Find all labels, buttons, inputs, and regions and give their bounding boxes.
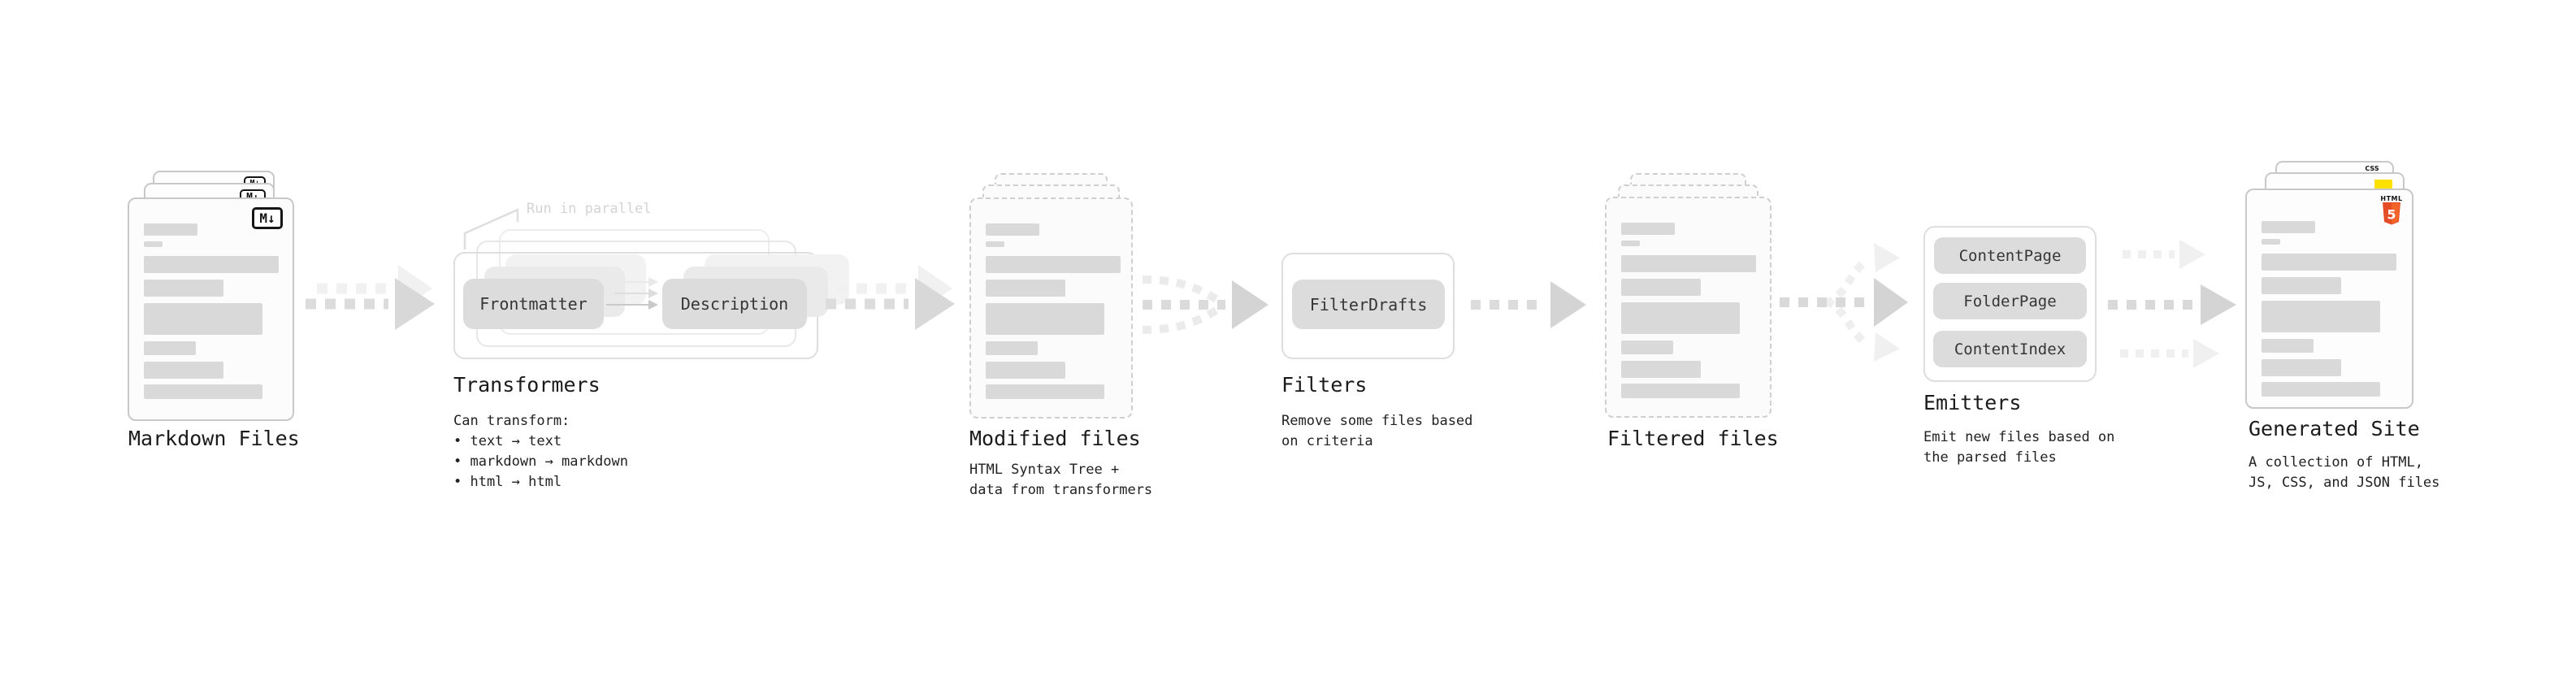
- svg-text:5: 5: [2387, 207, 2396, 223]
- stage-label-emitters: Emitters: [1923, 391, 2022, 414]
- pill-to-pill-arrows-icon: [606, 277, 658, 310]
- markdown-icon: M↓: [252, 207, 283, 229]
- flow-arrow-icon: [826, 265, 955, 330]
- transformer-pill-description: Description: [662, 279, 807, 329]
- stage-label-markdown-files: Markdown Files: [128, 427, 300, 450]
- run-in-parallel-annotation: Run in parallel: [527, 201, 652, 217]
- generated-site-note: A collection of HTML, JS, CSS, and JSON …: [2249, 454, 2440, 491]
- file-content-placeholder: [129, 199, 293, 419]
- file-content-placeholder: [971, 199, 1131, 417]
- emitter-pill-contentindex: ContentIndex: [1933, 331, 2087, 367]
- stage-label-generated-site: Generated Site: [2249, 417, 2420, 440]
- flow-arrow-icon: [306, 265, 435, 330]
- fanout-arrow-icon: [1780, 243, 1908, 362]
- generated-file-card: HTML 5: [2245, 189, 2413, 409]
- stage-label-filtered-files: Filtered files: [1607, 427, 1779, 450]
- emitters-note: Emit new files based on the parsed files: [1923, 429, 2115, 466]
- file-content-placeholder: [2247, 197, 2412, 407]
- css-label: CSS: [2365, 165, 2379, 172]
- emit-arrow-bottom-icon: [2120, 339, 2219, 368]
- stage-label-filters: Filters: [1281, 373, 1368, 397]
- transformer-pill-frontmatter: Frontmatter: [463, 279, 604, 329]
- filtered-file-card: [1605, 197, 1772, 418]
- filter-pill-filterdrafts: FilterDrafts: [1292, 280, 1445, 329]
- emit-arrow-top-icon: [2123, 240, 2205, 269]
- stage-label-transformers: Transformers: [453, 373, 601, 397]
- merge-arrow-icon: [1142, 275, 1268, 334]
- stage-label-modified-files: Modified files: [969, 427, 1141, 450]
- markdown-file-card: M↓: [128, 197, 294, 421]
- html5-label: HTML: [2380, 195, 2403, 202]
- filters-note: Remove some files based on criteria: [1281, 413, 1473, 449]
- html5-shield: 5: [2383, 202, 2400, 225]
- modified-files-note: HTML Syntax Tree + data from transformer…: [969, 462, 1153, 498]
- flow-arrow-icon: [1471, 281, 1586, 328]
- file-content-placeholder: [1607, 198, 1770, 416]
- emit-arrow-middle-icon: [2108, 284, 2236, 325]
- run-in-parallel-callout-line: [463, 208, 519, 249]
- modified-file-card: [969, 197, 1133, 419]
- html5-icon: HTML 5: [2380, 195, 2403, 225]
- emitter-pill-folderpage: FolderPage: [1933, 283, 2087, 319]
- emitter-pill-contentpage: ContentPage: [1934, 237, 2086, 274]
- transformers-note: Can transform: • text → text • markdown …: [453, 413, 628, 490]
